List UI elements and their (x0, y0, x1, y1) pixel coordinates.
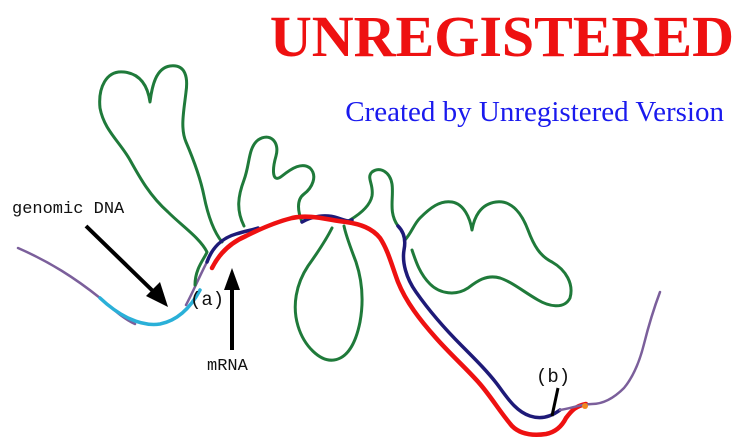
genomic-dna-label: genomic DNA (12, 200, 125, 219)
genomic-dna-arrow (84, 224, 168, 307)
intron-loop-3 (293, 224, 364, 362)
watermark-subtitle: Created by Unregistered Version (345, 96, 724, 128)
site-a-label: (a) (190, 289, 225, 311)
intron-loop-4 (348, 168, 400, 228)
site-b-pointer (550, 387, 560, 417)
site-b-label: (b) (536, 366, 571, 388)
mrna-arrow (224, 268, 240, 350)
intron-loop-1 (98, 64, 224, 287)
dna-cyan-segment (98, 288, 202, 327)
intron-loop-5 (403, 200, 573, 308)
mrna-label: mRNA (207, 357, 248, 376)
site-b-marker (582, 403, 588, 409)
watermark-title: UNREGISTERED (269, 4, 734, 69)
dna-join-left (184, 260, 209, 307)
mrna-strand (209, 214, 589, 437)
intron-loop-2 (237, 135, 316, 228)
dna-right-strand (558, 290, 662, 412)
